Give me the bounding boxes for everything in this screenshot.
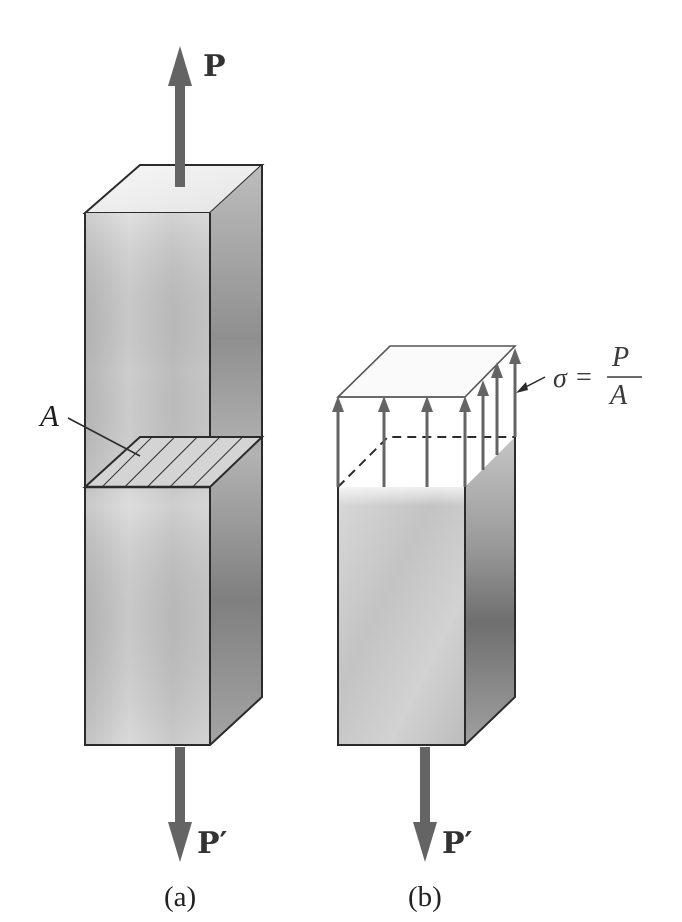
force-label-p-prime-a: P′ [197,826,228,861]
bar-b-front-face [338,487,465,745]
force-label-p-prime-b: P′ [442,826,473,861]
stress-equals: = [576,362,592,393]
caption-b: (b) [408,881,442,913]
caption-a: (a) [164,881,196,913]
bar-b-side-face [465,437,515,745]
area-leader-line [67,417,141,457]
force-label-p: P [203,49,226,84]
figure-b: P′ σ = P A (b) [332,342,642,913]
stress-arrows [332,348,521,487]
force-arrow-p-prime-a [168,747,192,862]
bar-b-fade [338,480,465,506]
area-label-a: A [38,398,60,433]
cut-section-dashed [337,436,515,488]
force-arrow-p-top [168,46,192,187]
stress-numerator: P [611,342,629,373]
stress-box-top-face [336,345,517,398]
force-arrow-p-prime-b [413,747,437,862]
figure-a: P P′ A (a) [38,46,265,913]
stress-sigma: σ [553,363,568,394]
stress-denominator: A [608,380,628,411]
